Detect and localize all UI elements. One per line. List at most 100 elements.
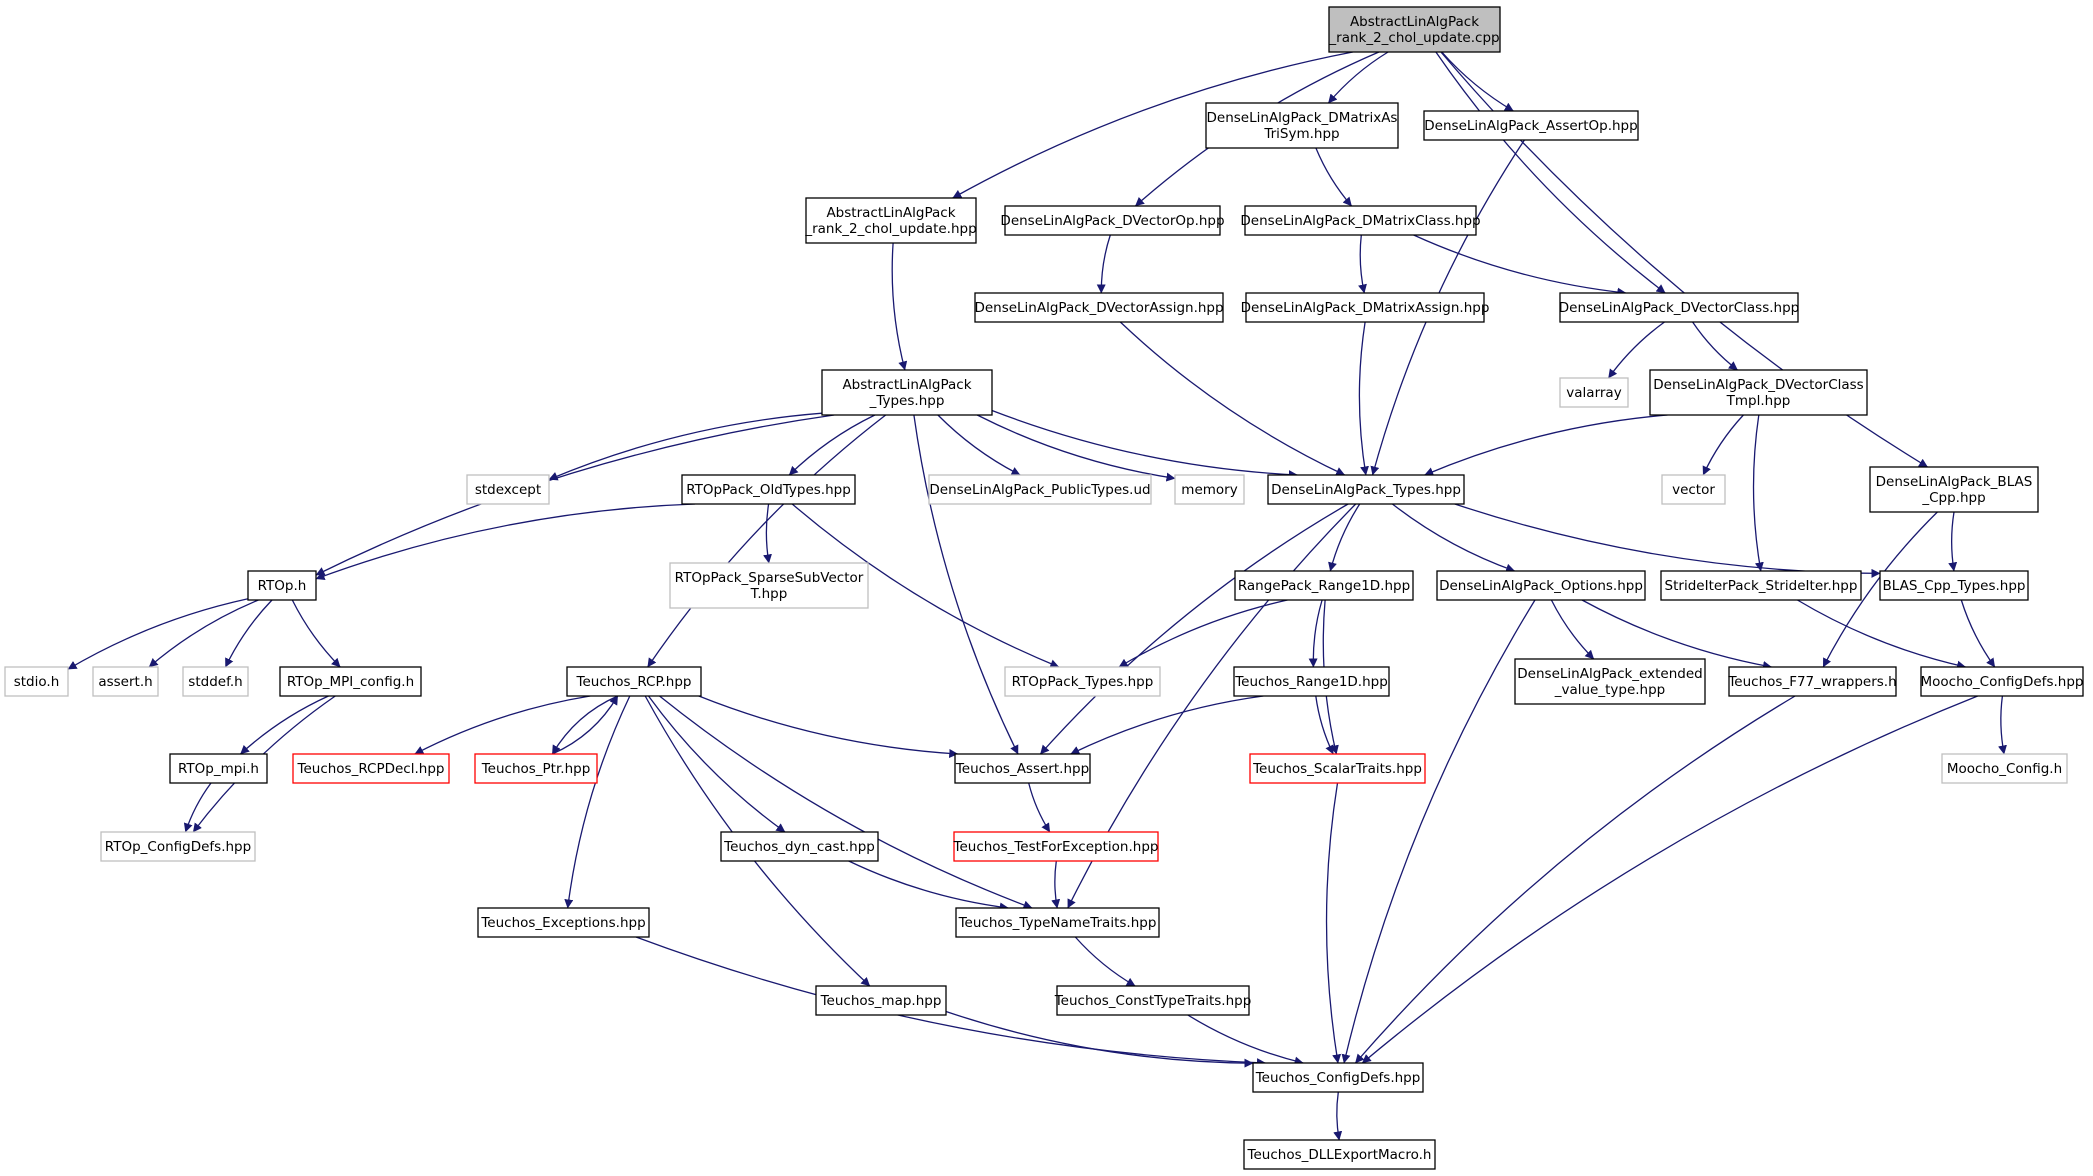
node-box-assert_h — [92, 666, 159, 697]
node-blas_cpp[interactable]: DenseLinAlgPack_BLAS_Cpp.hpp — [1869, 466, 2039, 513]
edge-rtop_h-to-assert_h — [148, 599, 259, 668]
node-label-dlap_options: DenseLinAlgPack_Options.hpp — [1439, 578, 1643, 594]
node-dmatrixclass[interactable]: DenseLinAlgPack_DMatrixClass.hpp — [1240, 205, 1481, 236]
node-alap_r2cu_hpp[interactable]: AbstractLinAlgPack_rank_2_chol_update.hp… — [804, 197, 977, 244]
node-label-blas_cpp_types: BLAS_Cpp_Types.hpp — [1883, 578, 2026, 594]
edge-dlap_types-to-dlap_options — [1392, 503, 1516, 573]
node-stdexcept[interactable]: stdexcept — [466, 474, 550, 505]
node-dvectorassign[interactable]: DenseLinAlgPack_DVectorAssign.hpp — [974, 292, 1224, 323]
node-label-rtop_mpi: RTOp_mpi.h — [178, 761, 259, 777]
node-moocho_configdefs[interactable]: Moocho_ConfigDefs.hpp — [1920, 666, 2084, 697]
node-box-rtoppack_types — [1004, 666, 1161, 697]
edge-rtoppack_oldtypes-to-rtoppack_types — [791, 503, 1060, 668]
edge-teuchos_dyn_cast-to-teuchos_typenametraits — [848, 860, 1009, 912]
node-box-rtoppack_oldtypes — [681, 474, 856, 505]
edge-rangepack_range1d-to-rtoppack_types — [1118, 599, 1288, 668]
node-teuchos_map[interactable]: Teuchos_map.hpp — [815, 985, 947, 1016]
node-label-teuchos_consttypetraits: Teuchos_ConstTypeTraits.hpp — [1054, 993, 1252, 1009]
node-label-teuchos_testforexception: Teuchos_TestForException.hpp — [953, 839, 1159, 855]
edge-rangepack_range1d-to-teuchos_range1d — [1308, 599, 1323, 668]
node-label-teuchos_f77: Teuchos_F77_wrappers.h — [1727, 674, 1896, 690]
node-teuchos_ptr[interactable]: Teuchos_Ptr.hpp — [474, 753, 598, 784]
node-dlap_types[interactable]: DenseLinAlgPack_Types.hpp — [1267, 474, 1465, 505]
node-teuchos_testforexception[interactable]: Teuchos_TestForException.hpp — [953, 831, 1159, 862]
node-teuchos_exceptions[interactable]: Teuchos_Exceptions.hpp — [477, 907, 650, 938]
node-assert_h[interactable]: assert.h — [92, 666, 159, 697]
node-label-valarray: valarray — [1566, 385, 1621, 401]
node-assertop[interactable]: DenseLinAlgPack_AssertOp.hpp — [1423, 110, 1639, 141]
node-rtop_configdefs[interactable]: RTOp_ConfigDefs.hpp — [100, 831, 256, 862]
node-label-dmatrixastrisym: DenseLinAlgPack_DMatrixAs — [1207, 110, 1398, 126]
edge-dmatrixclass-to-dmatrixassign — [1358, 234, 1367, 294]
edge-rtop_mpi-to-rtop_configdefs — [183, 782, 212, 833]
node-teuchos_rcp[interactable]: Teuchos_RCP.hpp — [566, 666, 702, 697]
node-teuchos_range1d[interactable]: Teuchos_Range1D.hpp — [1233, 666, 1390, 697]
node-label-teuchos_dllexport: Teuchos_DLLExportMacro.h — [1247, 1147, 1432, 1163]
node-alap_types[interactable]: AbstractLinAlgPack_Types.hpp — [821, 369, 993, 416]
node-vector[interactable]: vector — [1661, 474, 1726, 505]
node-label-rangepack_range1d: RangePack_Range1D.hpp — [1238, 578, 1410, 594]
node-rtoppack_types[interactable]: RTOpPack_Types.hpp — [1004, 666, 1161, 697]
node-teuchos_configdefs[interactable]: Teuchos_ConfigDefs.hpp — [1252, 1062, 1424, 1093]
node-teuchos_dyn_cast[interactable]: Teuchos_dyn_cast.hpp — [720, 831, 879, 862]
node-box-dlap_publictypes — [928, 474, 1152, 505]
node-label-rtoppack_sparse: RTOpPack_SparseSubVector — [675, 570, 864, 586]
node-box-stdio — [4, 666, 69, 697]
node-label-vector: vector — [1672, 482, 1715, 498]
node-dvectorclass[interactable]: DenseLinAlgPack_DVectorClass.hpp — [1559, 292, 1799, 323]
node-rtop_mpi[interactable]: RTOp_mpi.h — [169, 753, 268, 784]
node-teuchos_typenametraits[interactable]: Teuchos_TypeNameTraits.hpp — [955, 907, 1160, 938]
node-box-valarray — [1559, 377, 1629, 408]
node-dlap_options[interactable]: DenseLinAlgPack_Options.hpp — [1436, 570, 1646, 601]
node-label-teuchos_dyn_cast: Teuchos_dyn_cast.hpp — [723, 839, 875, 855]
node-label-dlap_extended: DenseLinAlgPack_extended — [1517, 666, 1702, 682]
edge-dvectorclass-to-dvectorclasstmpl — [1692, 321, 1738, 371]
edge-dvectorclasstmpl-to-vector — [1702, 414, 1744, 476]
node-root[interactable]: AbstractLinAlgPack_rank_2_chol_update.cp… — [1328, 6, 1501, 53]
edge-alap_types-to-dlap_types — [991, 409, 1298, 480]
edge-moocho_configdefs-to-moocho_config — [1998, 695, 2007, 755]
node-box-alap_r2cu_hpp — [805, 197, 977, 244]
node-rangepack_range1d[interactable]: RangePack_Range1D.hpp — [1234, 570, 1414, 601]
node-box-stddef — [182, 666, 249, 697]
node-label-stdio: stdio.h — [14, 674, 60, 690]
node-teuchos_consttypetraits[interactable]: Teuchos_ConstTypeTraits.hpp — [1054, 985, 1252, 1016]
edge-alap_r2cu_hpp-to-alap_types — [891, 242, 908, 371]
node-teuchos_dllexport[interactable]: Teuchos_DLLExportMacro.h — [1243, 1139, 1436, 1170]
node-box-teuchos_rcpdecl — [292, 753, 450, 784]
node-memory[interactable]: memory — [1174, 474, 1245, 505]
node-label-assertop: DenseLinAlgPack_AssertOp.hpp — [1424, 118, 1637, 134]
node-label-rtop_configdefs: RTOp_ConfigDefs.hpp — [105, 839, 251, 855]
node-dmatrixassign[interactable]: DenseLinAlgPack_DMatrixAssign.hpp — [1241, 292, 1490, 323]
edge-alap_types-to-dlap_publictypes — [937, 414, 1021, 476]
edge-teuchos_map-to-teuchos_configdefs — [945, 1010, 1254, 1068]
node-label-dmatrixclass: DenseLinAlgPack_DMatrixClass.hpp — [1240, 213, 1480, 229]
node-strideiter[interactable]: StrideIterPack_StrideIter.hpp — [1660, 570, 1862, 601]
edge-alap_types-to-teuchos_rcp — [647, 414, 887, 668]
edge-rtop_h-to-stdio — [67, 598, 249, 670]
node-dlap_extended[interactable]: DenseLinAlgPack_extended_value_type.hpp — [1514, 658, 1706, 705]
node-label-dvectorassign: DenseLinAlgPack_DVectorAssign.hpp — [974, 300, 1223, 316]
node-dlap_publictypes[interactable]: DenseLinAlgPack_PublicTypes.ud — [928, 474, 1152, 505]
node-teuchos_assert[interactable]: Teuchos_Assert.hpp — [954, 753, 1091, 784]
node-teuchos_f77[interactable]: Teuchos_F77_wrappers.h — [1727, 666, 1897, 697]
node-rtoppack_oldtypes[interactable]: RTOpPack_OldTypes.hpp — [681, 474, 856, 505]
node-blas_cpp_types[interactable]: BLAS_Cpp_Types.hpp — [1879, 570, 2029, 601]
node-stddef[interactable]: stddef.h — [182, 666, 249, 697]
node-teuchos_rcpdecl[interactable]: Teuchos_RCPDecl.hpp — [292, 753, 450, 784]
node-teuchos_scalartraits[interactable]: Teuchos_ScalarTraits.hpp — [1249, 753, 1426, 784]
node-moocho_config[interactable]: Moocho_Config.h — [1941, 753, 2068, 784]
node-label-dlap_extended: _value_type.hpp — [1554, 682, 1666, 698]
node-stdio[interactable]: stdio.h — [4, 666, 69, 697]
node-label-teuchos_map: Teuchos_map.hpp — [820, 993, 942, 1009]
node-box-moocho_config — [1941, 753, 2068, 784]
node-rtop_h[interactable]: RTOp.h — [247, 570, 317, 601]
node-dvectorop[interactable]: DenseLinAlgPack_DVectorOp.hpp — [1000, 205, 1225, 236]
node-box-teuchos_consttypetraits — [1056, 985, 1250, 1016]
node-rtop_mpi_config[interactable]: RTOp_MPI_config.h — [279, 666, 422, 697]
node-label-dvectorop: DenseLinAlgPack_DVectorOp.hpp — [1000, 213, 1224, 229]
node-valarray[interactable]: valarray — [1559, 377, 1629, 408]
